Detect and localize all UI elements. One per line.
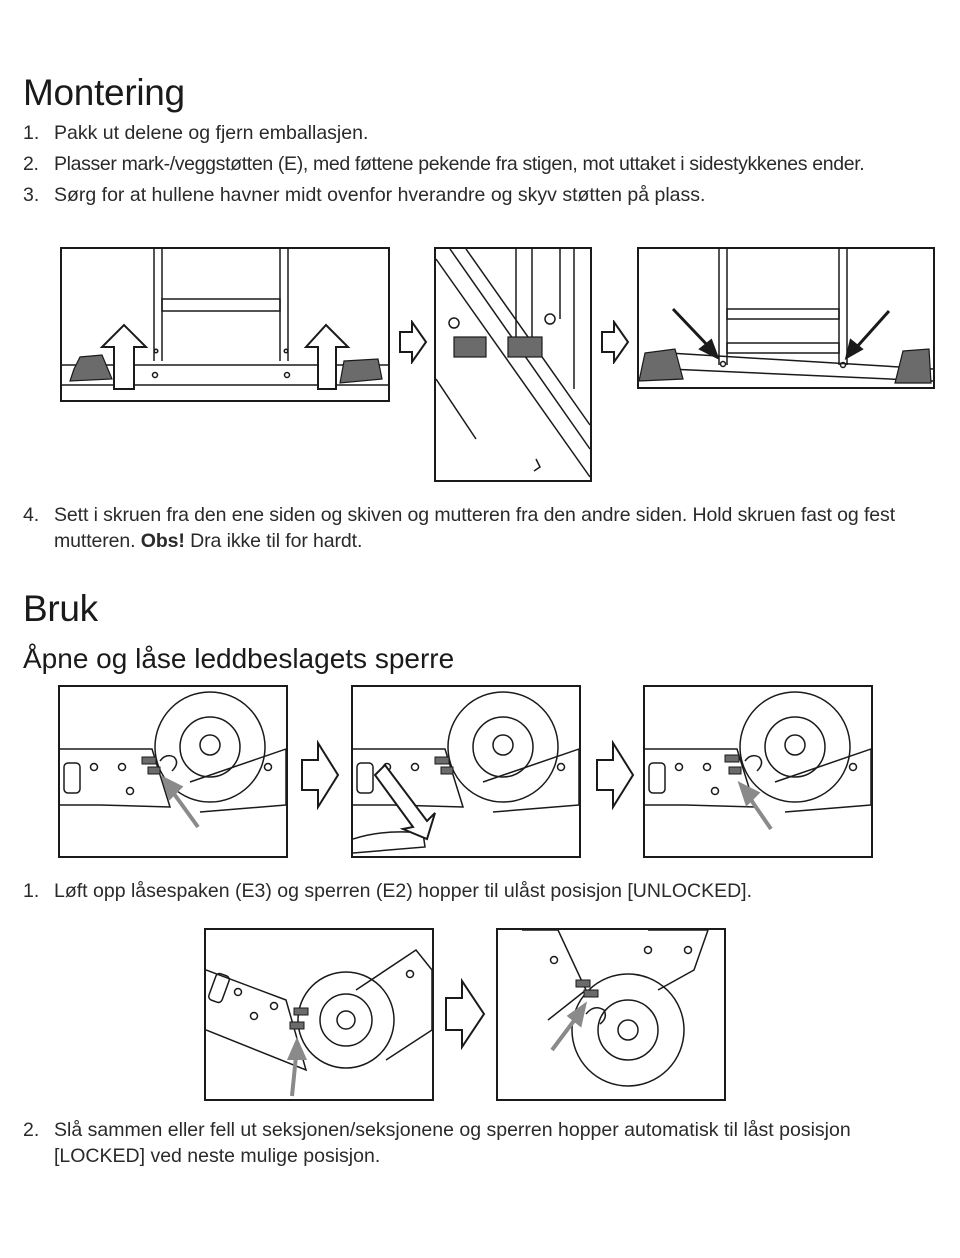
step-text-part: Dra ikke til for hardt. <box>184 530 363 552</box>
bruk-step-1: 1. Løft opp låsespaken (E3) og sperren (… <box>23 878 943 904</box>
pointer-arrow-icon <box>737 781 773 831</box>
bruk-subheading: Åpne og låse leddbeslagets sperre <box>23 643 455 674</box>
step-text: Slå sammen eller fell ut seksjonen/seksj… <box>54 1119 851 1167</box>
step-number: 3. <box>23 184 40 206</box>
figure-hinge-locked <box>58 685 288 858</box>
step-text: Løft opp låsespaken (E3) og sperren (E2)… <box>54 880 753 902</box>
hinge-lock-icon <box>522 930 709 1087</box>
flow-arrow-icon <box>444 978 486 1050</box>
pointer-arrow-icon <box>671 307 891 361</box>
step-number: 4. <box>23 504 40 526</box>
step-text: Sett i skruen fra den ene siden og skive… <box>54 502 943 554</box>
montering-step-1: 1. Pakk ut delene og fjern emballasjen. <box>23 120 943 146</box>
push-up-arrow-icon <box>99 323 351 390</box>
hinge-lock-icon <box>206 948 432 1097</box>
hinge-lock-icon <box>353 691 579 854</box>
step-text-part: Sett i skruen fra den ene siden og skive… <box>54 504 896 552</box>
figure-support-placement <box>60 247 390 402</box>
pointer-arrow-icon <box>373 763 436 841</box>
flow-arrow-icon <box>600 320 630 364</box>
figure-hinge-folded <box>496 928 726 1101</box>
step-text: Sørg for at hullene havner midt ovenfor … <box>54 184 706 206</box>
figure-support-detail <box>434 247 592 482</box>
warning-label: Obs! <box>140 530 185 552</box>
bruk-step-2: 2. Slå sammen eller fell ut seksjonen/se… <box>23 1117 943 1169</box>
hinge-lock-icon <box>60 691 286 829</box>
step-text: Plasser mark-/veggstøtten (E), med føtte… <box>54 153 865 175</box>
montering-step-4: 4. Sett i skruen fra den ene siden og sk… <box>23 502 943 554</box>
figure-support-mounted <box>637 247 935 389</box>
pointer-arrow-icon <box>286 1037 308 1097</box>
figure-hinge-folding <box>204 928 434 1101</box>
pointer-arrow-icon <box>160 775 200 829</box>
pointer-arrow-icon <box>550 1001 588 1052</box>
figure-hinge-lifting <box>351 685 581 858</box>
support-mounted-illustration <box>639 249 933 384</box>
bruk-heading: Bruk <box>23 588 98 629</box>
step-number: 1. <box>23 122 40 144</box>
montering-steps: 1. Pakk ut delene og fjern emballasjen. … <box>23 120 943 208</box>
montering-step-2: 2. Plasser mark-/veggstøtten (E), med fø… <box>23 151 943 177</box>
step-number: 2. <box>23 153 39 175</box>
flow-arrow-icon <box>398 320 428 364</box>
figure-hinge-unlocked <box>643 685 873 858</box>
support-detail-illustration <box>436 249 590 478</box>
montering-step-3: 3. Sørg for at hullene havner midt ovenf… <box>23 182 943 208</box>
support-placement-illustration <box>62 249 388 390</box>
hinge-lock-icon <box>645 691 871 831</box>
step-number: 2. <box>23 1119 40 1141</box>
montering-heading: Montering <box>23 72 185 113</box>
flow-arrow-icon <box>300 740 340 810</box>
step-number: 1. <box>23 880 40 902</box>
flow-arrow-icon <box>595 740 635 810</box>
step-text: Pakk ut delene og fjern emballasjen. <box>54 122 369 144</box>
